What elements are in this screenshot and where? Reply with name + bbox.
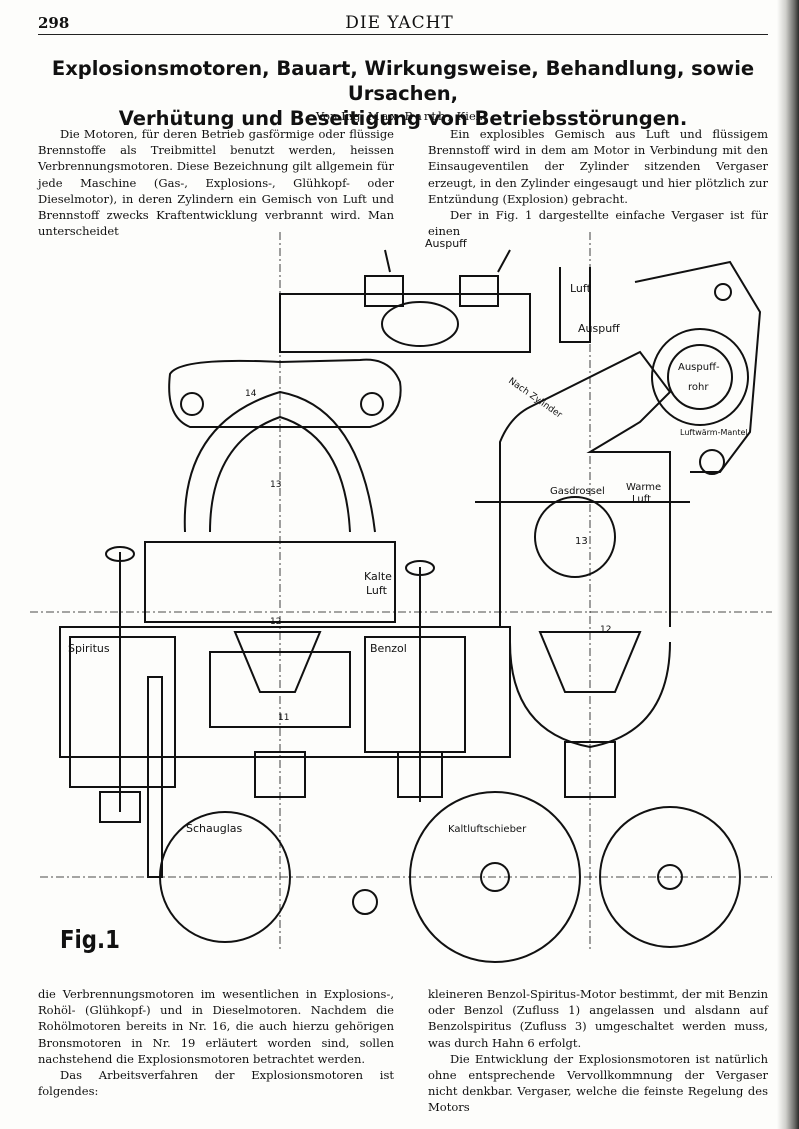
column-bottom-right: kleineren Benzol-Spiritus-Motor bestimmt… (428, 986, 768, 1116)
label-schauglas: Schauglas (186, 822, 242, 835)
paragraph: Der in Fig. 1 dargestellte einfache Verg… (428, 208, 768, 239)
spiritus-chamber (69, 636, 176, 788)
schauglas-tube (147, 676, 163, 878)
label-luftwaerm: Luftwärm-Mantel (680, 428, 748, 437)
part-number: 12 (600, 625, 611, 635)
valve-housing-left (254, 751, 306, 798)
label-warme-a: Warme (626, 482, 661, 493)
paragraph: die Verbrennungsmotoren im wesentlichen … (38, 987, 394, 1066)
mixing-dome-inner (209, 415, 351, 533)
paragraph: Die Entwicklung der Explosionsmotoren is… (428, 1051, 768, 1115)
article-title: Explosionsmotoren, Bauart, Wirkungsweise… (38, 56, 768, 131)
byline-prefix: Von Ing. (315, 109, 365, 123)
label-benzol: Benzol (370, 642, 407, 655)
part-number: 13 (270, 480, 281, 490)
luftwaerm-mantel (651, 328, 749, 426)
bolt-hole (180, 392, 204, 416)
carburettor-figure: Auspuff Auspuff Luft Nach Zylinder Auspu… (30, 232, 772, 963)
paragraph: kleineren Benzol-Spiritus-Motor bestimmt… (428, 987, 768, 1050)
column-bottom-left: die Verbrennungsmotoren im wesentlichen … (38, 986, 394, 1099)
exhaust-chamber (381, 301, 459, 347)
exhaust-port-left (364, 275, 404, 307)
label-kalte-b: Luft (366, 584, 388, 597)
figure-label: Fig.1 (60, 925, 120, 954)
float-chamber-housing (59, 626, 511, 758)
page-edge-shadow (777, 0, 799, 1129)
exhaust-arrows (384, 249, 511, 273)
author-place: Kiel. (456, 109, 484, 123)
part-number: 12 (270, 617, 281, 627)
float-bowl (209, 651, 351, 728)
label-auspuffrohr-b: rohr (688, 382, 709, 393)
needle-knob (105, 546, 135, 562)
header-rule (38, 34, 768, 35)
title-line-1: Explosionsmotoren, Bauart, Wirkungsweise… (51, 57, 755, 105)
paragraph: Das Arbeitsverfahren der Explosionsmotor… (38, 1068, 394, 1099)
label-gasdrossel: Gasdrossel (550, 486, 605, 497)
byline: Von Ing. Max Barth, Kiel. (0, 109, 799, 123)
label-kaltluftschieber: Kaltluftschieber (448, 824, 527, 835)
paragraph: Die Motoren, für deren Betrieb gasförmig… (38, 127, 394, 239)
right-carburettor-body (499, 350, 672, 627)
part-number: 13 (575, 536, 588, 547)
auspuffrohr (667, 344, 733, 410)
label-auspuff-side: Auspuff (578, 322, 620, 335)
paragraph: Ein explosibles Gemisch aus Luft und flü… (428, 127, 768, 206)
bolt-hole (360, 392, 384, 416)
bracket (634, 260, 762, 473)
label-warme-b: Luft (632, 494, 651, 505)
exhaust-port-right (459, 275, 499, 307)
author-name: Max Barth, (367, 109, 454, 123)
label-auspuffrohr-a: Auspuff- (678, 362, 720, 373)
label-spiritus: Spiritus (68, 642, 110, 655)
page-number: 298 (38, 14, 70, 32)
chamber-housing-left (144, 541, 396, 623)
column-top-right: Ein explosibles Gemisch aus Luft und flü… (428, 126, 768, 239)
running-title: DIE YACHT (345, 13, 454, 33)
column-top-left: Die Motoren, für deren Betrieb gasförmig… (38, 126, 394, 239)
label-nach-zylinder: Nach Zylinder (506, 376, 564, 420)
valve-housing-mid (397, 751, 443, 798)
label-luft: Luft (570, 282, 592, 295)
inlet-pipe (559, 267, 591, 343)
gasdrossel-disc (534, 496, 616, 578)
bracket-hole (714, 283, 732, 301)
venturi-cone-right (538, 631, 642, 693)
valve-block (99, 791, 141, 823)
part-number: 11 (278, 713, 289, 723)
label-kalte-a: Kalte (364, 570, 392, 583)
upper-flange (168, 358, 402, 428)
part-number: 14 (245, 389, 257, 399)
title-line-2: Verhütung und Beseitigung von Betriebsst… (118, 107, 688, 130)
benzol-knob (405, 560, 435, 576)
venturi-cone (233, 631, 322, 693)
bracket-hole (699, 449, 725, 475)
air-slide-pin (352, 889, 378, 915)
label-auspuff: Auspuff (425, 237, 467, 250)
